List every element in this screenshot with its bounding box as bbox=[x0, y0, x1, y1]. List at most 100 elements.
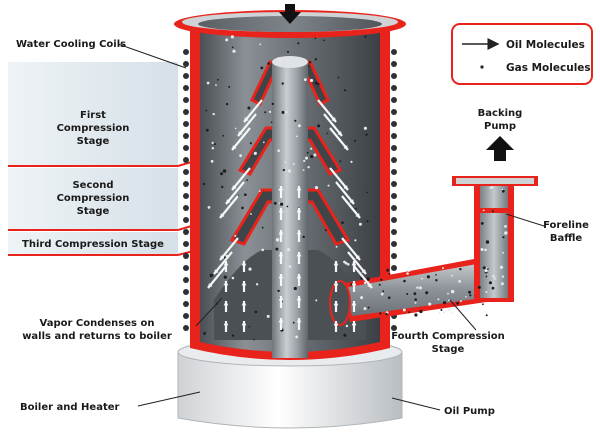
gas-molecule-dot bbox=[354, 139, 356, 142]
gas-molecule-dot bbox=[310, 154, 314, 159]
gas-molecule-dot bbox=[231, 276, 235, 280]
oil-flow-arrowhead bbox=[333, 261, 339, 266]
coil-turn bbox=[391, 157, 397, 163]
gas-molecule-dot bbox=[406, 272, 409, 275]
oil-flow-arrow bbox=[219, 237, 239, 261]
gas-molecule-dot bbox=[241, 206, 244, 210]
gas-molecule-dot bbox=[231, 46, 234, 49]
gas-molecule-dot bbox=[202, 182, 206, 186]
gas-molecule-dot bbox=[305, 156, 308, 160]
gas-molecule-dot bbox=[366, 220, 369, 223]
gas-molecule-dot bbox=[413, 292, 417, 296]
oil-flow-arrowhead bbox=[241, 321, 247, 326]
coil-turn bbox=[183, 73, 189, 79]
gas-molecule-dot bbox=[408, 270, 410, 273]
foreline-baffle-label-1: Foreline bbox=[543, 220, 589, 231]
gas-molecule-dot bbox=[408, 311, 410, 314]
gas-molecule-dot bbox=[344, 89, 347, 92]
coil-turn bbox=[391, 109, 397, 115]
gas-molecule-dot bbox=[363, 307, 367, 311]
gas-molecule-dot bbox=[367, 306, 370, 309]
gas-molecule-dot bbox=[293, 286, 297, 291]
oil-flow-arrowhead bbox=[278, 230, 284, 235]
coil-turn bbox=[183, 313, 189, 319]
gas-molecule-dot bbox=[450, 289, 455, 294]
gas-molecule-dot bbox=[428, 302, 432, 306]
gas-molecule-dot bbox=[249, 142, 252, 145]
gas-molecule-dot bbox=[459, 268, 462, 271]
gas-molecule-dot bbox=[387, 296, 391, 300]
gas-molecule-dot bbox=[308, 61, 312, 64]
oil-flow-arrowhead bbox=[333, 321, 339, 326]
gas-molecule-dot bbox=[485, 291, 488, 293]
gas-molecule-dot bbox=[261, 226, 264, 229]
oil-flow-arrowhead bbox=[337, 131, 342, 136]
gas-molecule-dot bbox=[217, 78, 219, 81]
fourth-stage-label-1: Fourth Compression bbox=[391, 331, 505, 342]
gas-molecule-dot bbox=[250, 213, 252, 215]
coil-turn bbox=[183, 241, 189, 247]
third-stage-label: Third Compression Stage bbox=[22, 239, 164, 250]
gas-molecule-dot bbox=[485, 240, 490, 244]
gas-molecule-dot bbox=[314, 186, 319, 190]
gas-molecule-dot bbox=[310, 147, 313, 150]
gas-molecule-dot bbox=[253, 338, 255, 341]
gas-molecule-dot bbox=[482, 209, 485, 212]
gas-molecule-dot bbox=[382, 290, 385, 293]
gas-molecule-dot bbox=[247, 106, 251, 110]
oil-flow-arrowhead bbox=[223, 321, 229, 326]
gas-molecule-dot bbox=[248, 267, 252, 271]
coil-turn bbox=[391, 145, 397, 151]
gas-molecule-dot bbox=[288, 265, 292, 268]
coil-turn bbox=[183, 193, 189, 199]
oil-flow-arrowhead bbox=[208, 283, 213, 288]
gas-molecule-dot bbox=[355, 207, 357, 210]
gas-molecule-dot bbox=[259, 43, 262, 46]
gas-molecule-dot bbox=[213, 143, 216, 146]
gas-molecule-dot bbox=[270, 121, 273, 124]
oil-flow-arrowhead bbox=[351, 321, 357, 326]
gas-molecule-dot bbox=[284, 161, 287, 163]
gas-molecule-dot bbox=[364, 35, 367, 38]
coil-turn bbox=[183, 157, 189, 163]
gas-molecule-dot bbox=[264, 111, 267, 114]
gas-molecule-dot bbox=[485, 314, 488, 317]
gas-molecule-dot bbox=[280, 202, 284, 206]
oil-flow-arrow bbox=[225, 181, 245, 205]
gas-molecule-dot bbox=[234, 127, 237, 130]
coil-turn bbox=[391, 61, 397, 67]
jet-assembly bbox=[214, 56, 366, 358]
oil-flow-arrowhead bbox=[238, 131, 243, 136]
gas-molecule-dot bbox=[297, 124, 301, 128]
gas-molecule-dot bbox=[295, 335, 299, 339]
oil-flow-arrowhead bbox=[232, 185, 237, 190]
gas-molecule-dot bbox=[416, 286, 419, 289]
second-stage-label-1: Second bbox=[72, 180, 113, 191]
gas-molecule-dot bbox=[425, 291, 429, 295]
gas-molecule-dot bbox=[468, 290, 472, 294]
gas-molecule-dot bbox=[379, 312, 382, 315]
gas-molecule-dot bbox=[220, 172, 224, 176]
leader-lines bbox=[117, 43, 545, 411]
gas-molecule-dot bbox=[435, 274, 437, 276]
gas-molecule-dot bbox=[378, 283, 381, 286]
gas-molecule-dot bbox=[260, 66, 264, 70]
oil-flow-arrowhead bbox=[278, 318, 284, 323]
gas-molecule-dot bbox=[414, 298, 418, 301]
coil-turn bbox=[391, 85, 397, 91]
oil-flow-arrowhead bbox=[278, 296, 284, 301]
coil-turn bbox=[183, 325, 189, 331]
gas-molecule-dot bbox=[248, 326, 251, 328]
oil-flow-arrowhead bbox=[343, 145, 348, 150]
oil-flow-arrowhead bbox=[244, 117, 249, 122]
gas-molecule-dot bbox=[493, 277, 496, 280]
oil-flow-arrow bbox=[237, 113, 257, 137]
coil-turn bbox=[391, 181, 397, 187]
oil-flow-arrow bbox=[219, 195, 239, 219]
oil-flow-arrowhead bbox=[355, 255, 360, 260]
gas-molecule-dot bbox=[501, 275, 504, 278]
gas-molecule-dot bbox=[322, 39, 325, 42]
gas-molecule-dot bbox=[326, 132, 329, 135]
gas-molecule-dot bbox=[499, 265, 503, 269]
gas-molecule-dot bbox=[414, 313, 418, 317]
